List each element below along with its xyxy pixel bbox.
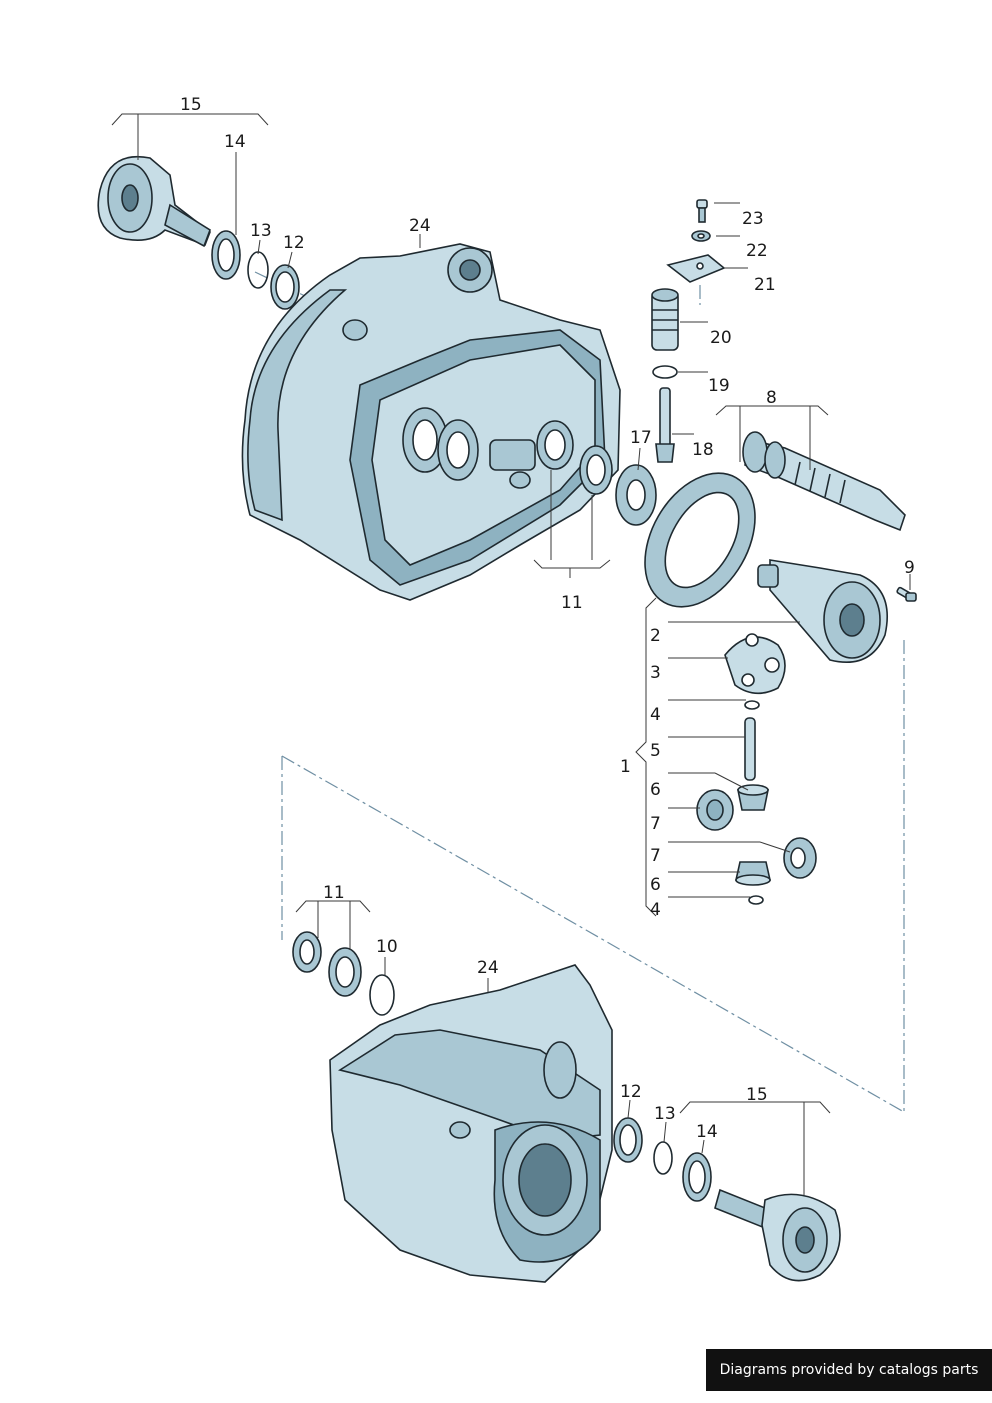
drive-flange-top xyxy=(97,156,211,248)
bolt-diff xyxy=(896,586,917,602)
crown-wheel xyxy=(644,472,756,608)
oil-seal-top xyxy=(270,264,300,310)
callout-22: 22 xyxy=(746,241,768,261)
circlip-bottom xyxy=(653,1141,673,1175)
callout-24-top: 24 xyxy=(409,216,431,236)
callout-24-bottom: 24 xyxy=(477,958,499,978)
retaining-plate xyxy=(666,254,726,283)
callout-13-top: 13 xyxy=(250,221,272,241)
callout-12-top: 12 xyxy=(283,233,305,253)
callout-12-bottom: 12 xyxy=(620,1082,642,1102)
callout-7-upper: 7 xyxy=(650,814,661,834)
catalog-credit: Diagrams provided by catalogs parts xyxy=(706,1349,992,1391)
leader-lines xyxy=(111,113,911,1195)
bolt-small xyxy=(696,199,708,223)
callout-19: 19 xyxy=(708,376,730,396)
oil-seal-bottom xyxy=(613,1117,643,1163)
speedo-gear xyxy=(615,464,657,526)
sun-gear-left xyxy=(696,789,734,831)
drive-pinion-shaft xyxy=(742,431,906,532)
callout-10: 10 xyxy=(376,937,398,957)
circlip-upper xyxy=(744,700,760,710)
drive-flange-bottom xyxy=(714,1188,841,1282)
callout-14-bottom: 14 xyxy=(696,1122,718,1142)
callout-4-lower: 4 xyxy=(650,900,661,920)
callout-13-bottom: 13 xyxy=(654,1104,676,1124)
shim-ring-top xyxy=(211,230,241,280)
callout-15-top: 15 xyxy=(180,95,202,115)
callout-labels: 15 14 13 12 24 23 22 21 20 19 17 18 8 11… xyxy=(180,95,915,1142)
callout-18: 18 xyxy=(692,440,714,460)
shim-ring-bottom xyxy=(369,974,395,1016)
callout-11-top: 11 xyxy=(561,593,583,613)
taper-bearing-bottom xyxy=(292,931,362,997)
spider-pin xyxy=(744,717,756,781)
planet-gear-upper xyxy=(737,784,769,811)
callout-1: 1 xyxy=(620,757,631,777)
callout-15-bottom: 15 xyxy=(746,1085,768,1105)
callout-17: 17 xyxy=(630,428,652,448)
callout-7-lower: 7 xyxy=(650,846,661,866)
gearbox-housing-bottom xyxy=(329,964,613,1283)
gearbox-housing-top xyxy=(241,243,621,601)
circlip-lower xyxy=(748,895,764,905)
callout-6-upper: 6 xyxy=(650,780,661,800)
taper-bearing-top xyxy=(536,420,613,495)
sun-gear-right xyxy=(783,837,817,879)
speedo-pinion-shaft xyxy=(655,387,675,463)
callout-21: 21 xyxy=(754,275,776,295)
callout-14-top: 14 xyxy=(224,132,246,152)
callout-8: 8 xyxy=(766,388,777,408)
diff-spider xyxy=(724,633,786,695)
callout-3: 3 xyxy=(650,663,661,683)
callout-2: 2 xyxy=(650,626,661,646)
o-ring xyxy=(652,365,678,379)
callout-23: 23 xyxy=(742,209,764,229)
callout-9: 9 xyxy=(904,558,915,578)
callout-5: 5 xyxy=(650,741,661,761)
callout-20: 20 xyxy=(710,328,732,348)
callout-4-upper: 4 xyxy=(650,705,661,725)
shim-ring-bottom-2 xyxy=(682,1152,712,1202)
speedo-sender xyxy=(651,288,679,351)
circlip-top xyxy=(247,251,269,289)
callout-6-lower: 6 xyxy=(650,875,661,895)
planet-gear-lower xyxy=(735,861,771,886)
washer xyxy=(691,230,711,242)
callout-11-bottom: 11 xyxy=(323,883,345,903)
differential-housing xyxy=(757,559,889,664)
